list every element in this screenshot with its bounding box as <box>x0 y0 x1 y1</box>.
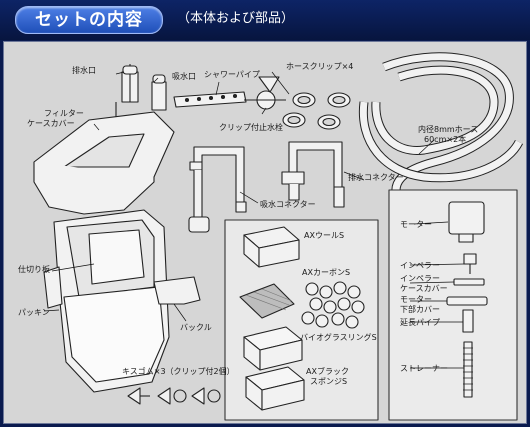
label-motor-bottom-line1: モーター <box>400 295 432 304</box>
label-bio-ring: バイオグラスリングS <box>300 333 377 342</box>
label-sponge-line1: AXブラック <box>306 367 349 376</box>
label-inlet: 吸水口 <box>172 72 196 81</box>
hoses-illustration <box>358 52 524 205</box>
page-subtitle: （本体および部品） <box>177 11 295 26</box>
label-impeller: インペラー <box>400 261 440 270</box>
label-packing: パッキン <box>18 308 50 317</box>
label-valve: クリップ付止水栓 <box>219 123 283 132</box>
carbon-bag-illustration <box>239 283 295 319</box>
impeller-cover-illustration <box>453 278 485 286</box>
motor-illustration <box>448 201 485 235</box>
label-filter-cover-line1: フィルター <box>44 109 84 118</box>
label-divider: 仕切り板 <box>18 265 50 274</box>
label-impeller-cover-line1: インペラー <box>400 274 440 283</box>
label-hose-clip: ホースクリップ×4 <box>286 62 354 71</box>
label-motor-bottom-line2: 下部カバー <box>400 305 440 314</box>
label-suction-cup: キスゴム×3（クリップ付2個） <box>122 367 235 376</box>
label-drain-connector: 排水コネクター <box>348 173 404 182</box>
hose-clips-illustration <box>282 92 351 130</box>
label-motor: モーター <box>400 220 432 229</box>
label-shower-pipe: シャワーパイプ <box>204 70 260 79</box>
label-carbon: AXカーボンS <box>302 268 351 277</box>
label-hose-line1: 内径8mmホース <box>418 125 479 134</box>
strainer-illustration <box>463 341 473 398</box>
suction-cups-illustration <box>127 387 221 405</box>
label-intake-connector: 吸水コネクター <box>260 200 316 209</box>
parts-diagram: 排水口 吸水口 シャワーパイプ ホースクリップ×4 フィルター ケースカバー 内… <box>3 41 527 424</box>
label-outlet: 排水口 <box>72 66 96 75</box>
page-title: セットの内容 <box>15 6 163 34</box>
label-extension-pipe: 延長パイプ <box>400 318 440 327</box>
label-impeller-cover-line2: ケースカバー <box>400 284 448 293</box>
impeller-illustration <box>463 253 477 274</box>
label-filter-cover-line2: ケースカバー <box>27 119 75 128</box>
extension-pipe-illustration <box>462 309 474 333</box>
label-buckle: バックル <box>180 323 212 332</box>
valve-illustration <box>258 76 280 93</box>
label-sponge-line2: スポンジS <box>310 377 348 386</box>
label-wool: AXウールS <box>304 231 345 240</box>
motor-bottom-cover-illustration <box>446 296 488 306</box>
parts-illustration <box>33 52 524 421</box>
bio-rings-illustration <box>301 281 365 329</box>
label-hose-line2: 60cm×2本 <box>424 135 467 144</box>
label-strainer: ストレーナー <box>400 364 448 373</box>
header: セットの内容 （本体および部品） <box>0 0 530 40</box>
